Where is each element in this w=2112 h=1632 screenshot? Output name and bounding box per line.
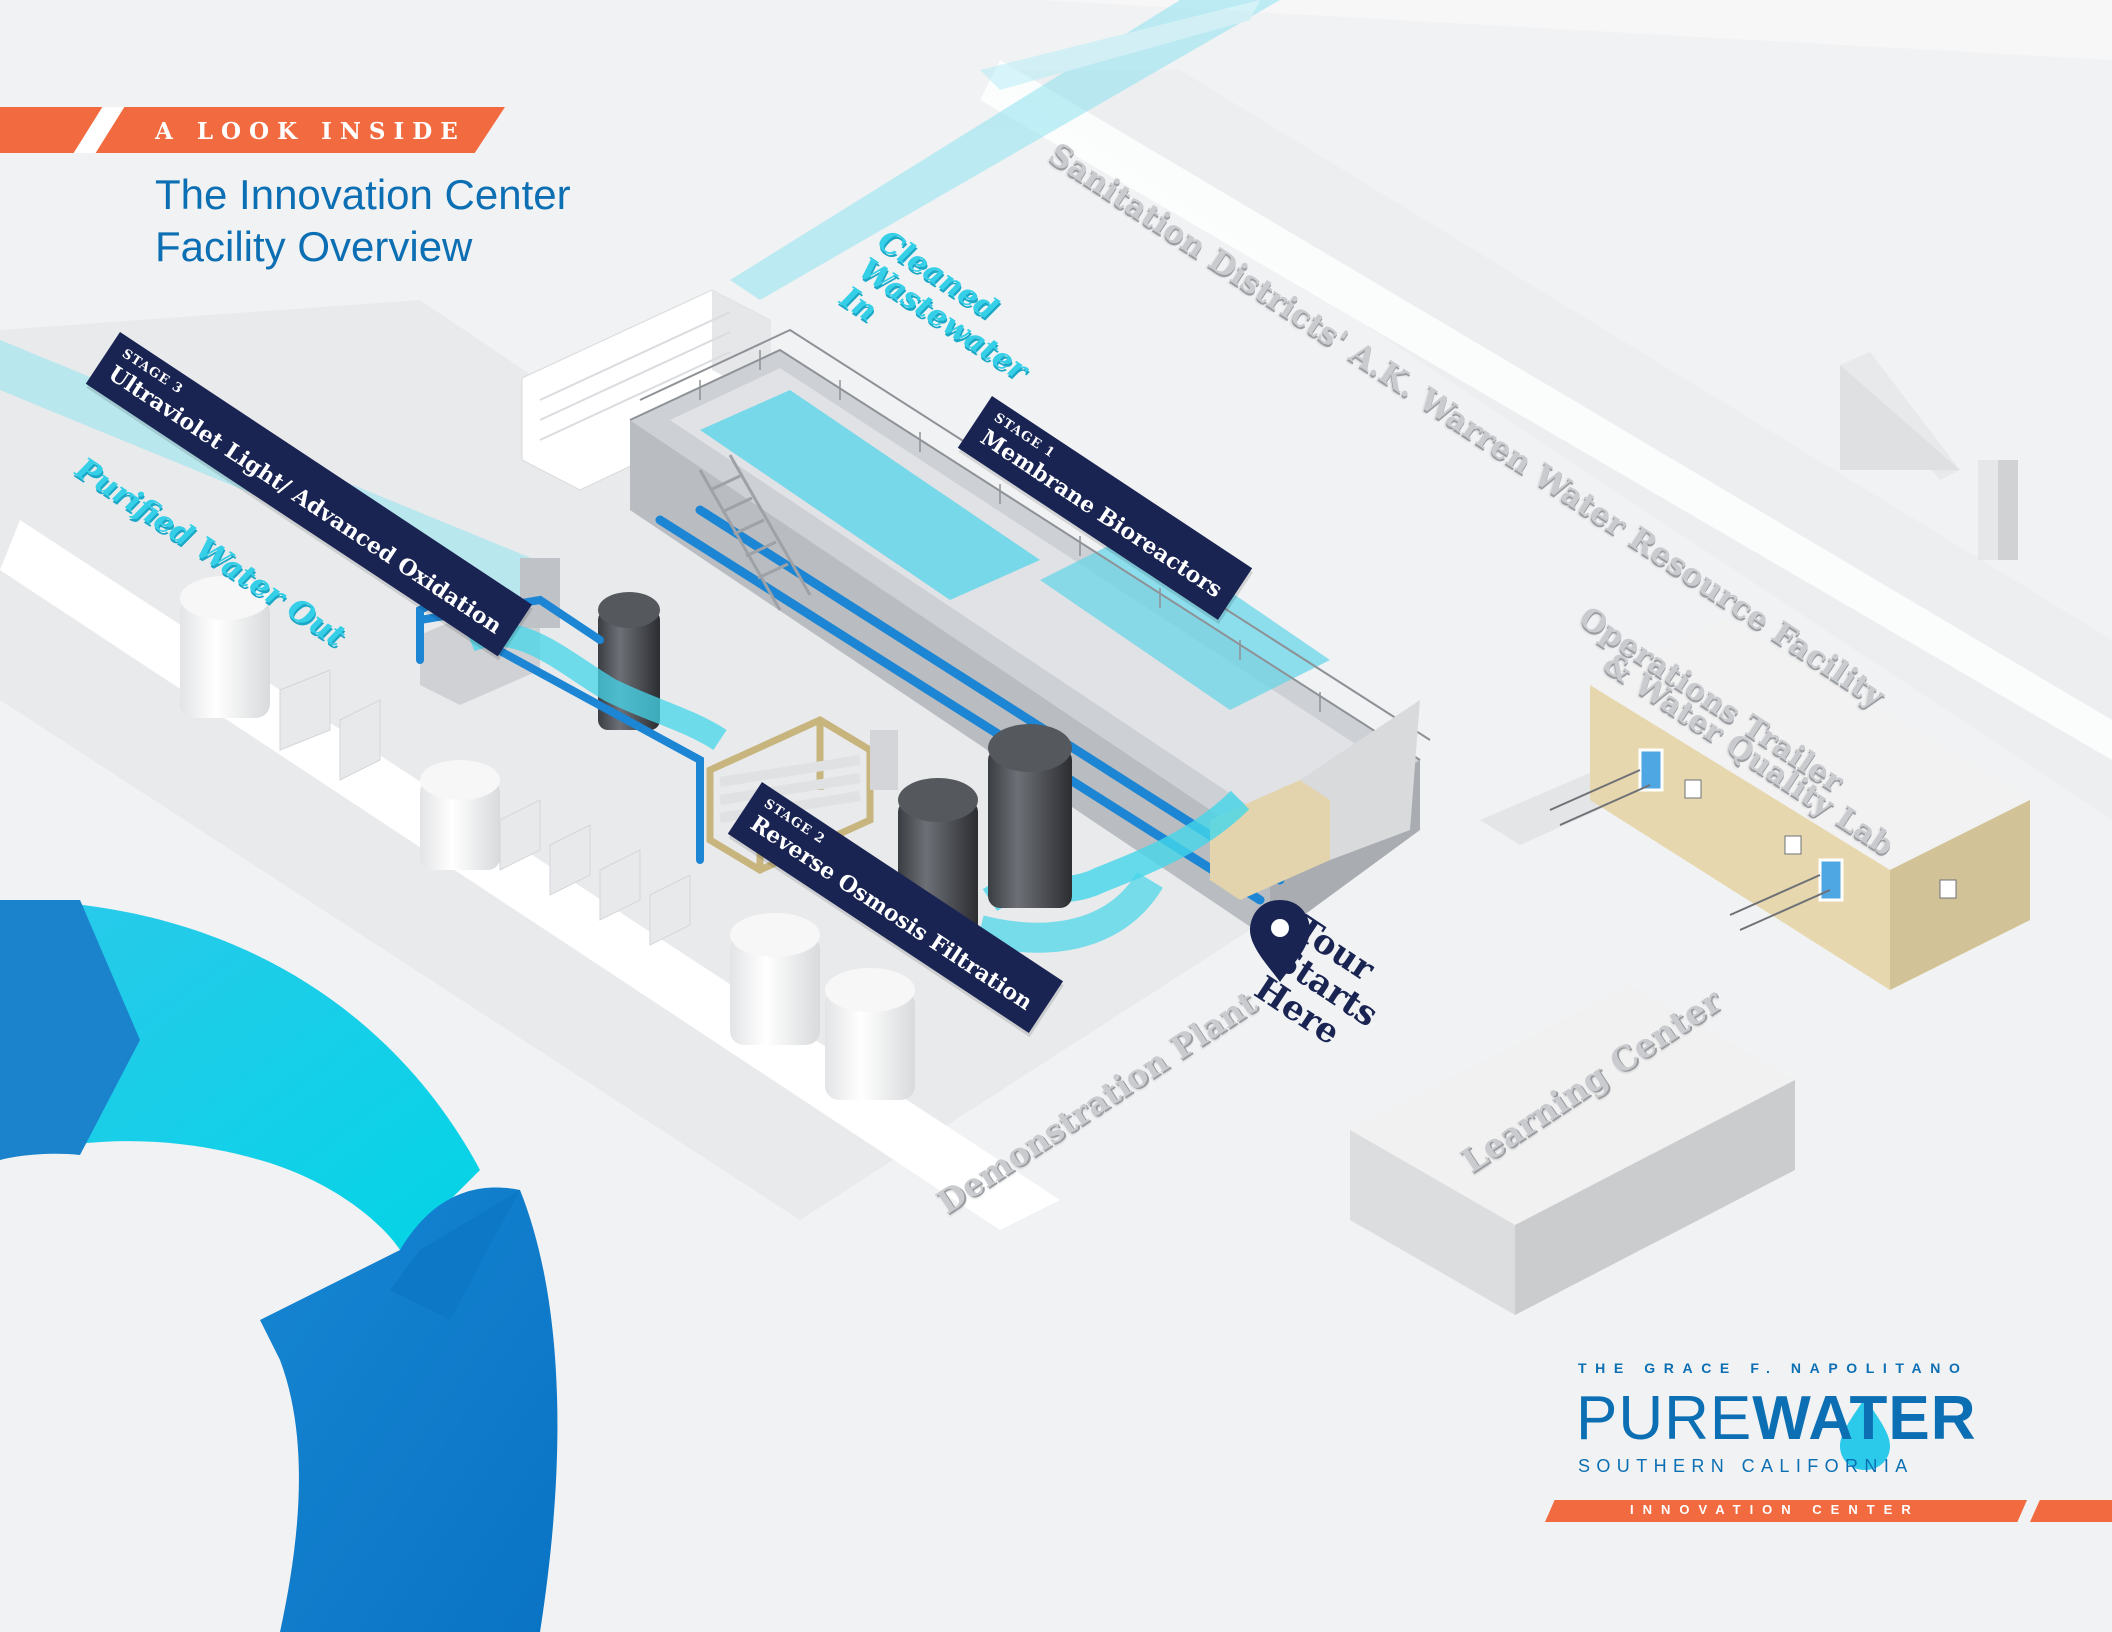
water-flow-in (730, 0, 1280, 300)
white-storage-tank (825, 968, 915, 1100)
logo-band-end (2030, 1500, 2112, 1522)
logo-word-water: WATER (1752, 1384, 1977, 1453)
circular-arrow-graphic (0, 900, 558, 1632)
white-storage-tank (180, 576, 270, 718)
kicker-text: A LOOK INSIDE (155, 118, 466, 145)
page-title-line-1: The Innovation Center (155, 171, 571, 218)
white-storage-tank (730, 913, 820, 1045)
logo-subtitle: SOUTHERN CALIFORNIA (1578, 1456, 1914, 1476)
logo-band (1545, 1500, 2027, 1522)
learning-center-building (1350, 985, 1795, 1315)
north-arrow-icon (1840, 352, 2018, 560)
logo-tagline: THE GRACE F. NAPOLITANO (1578, 1360, 1969, 1376)
logo-word-pure: PURE (1576, 1384, 1753, 1453)
equipment-blocks (279, 669, 691, 946)
operations-trailer (1549, 620, 2030, 990)
page-title-line-2: Facility Overview (155, 223, 473, 270)
logo-wordmark: PUREWATER (1576, 1386, 1977, 1452)
water-drop-icon (1840, 1398, 1890, 1470)
pressure-tank (988, 724, 1072, 908)
white-storage-tank (420, 760, 500, 870)
location-pin-icon (1250, 900, 1310, 982)
logo-band-text: INNOVATION CENTER (1630, 1502, 1920, 1517)
